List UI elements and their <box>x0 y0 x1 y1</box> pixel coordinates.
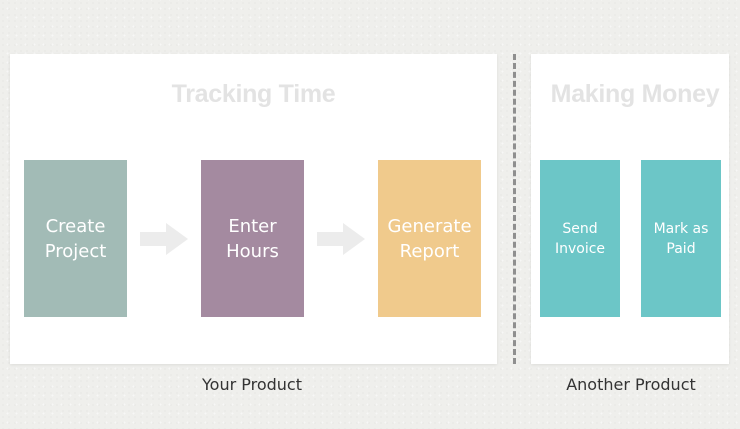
step-enter-hours: Enter Hours <box>201 160 304 317</box>
product-label-another-product: Another Product <box>566 375 696 394</box>
step-label-enter-hours: Enter Hours <box>226 215 279 262</box>
step-generate-report: Generate Report <box>378 160 481 317</box>
arrow-right-icon <box>140 223 188 255</box>
arrow-right-icon <box>317 223 365 255</box>
step-label-generate-report: Generate Report <box>387 215 472 262</box>
panel-title-making-money: Making Money <box>550 80 720 108</box>
step-label-create-project: Create Project <box>44 215 107 262</box>
making-money-panel: Making Money Send Invoice Mark as Paid <box>531 54 729 364</box>
step-label-send-invoice: Send Invoice <box>554 220 606 257</box>
product-label-your-product: Your Product <box>202 375 302 394</box>
tracking-time-panel: Tracking Time Create Project Enter Hours… <box>10 54 497 364</box>
step-label-mark-as-paid: Mark as Paid <box>653 220 709 257</box>
step-mark-as-paid: Mark as Paid <box>641 160 721 317</box>
section-divider <box>513 54 516 364</box>
step-send-invoice: Send Invoice <box>540 160 620 317</box>
panel-title-tracking-time: Tracking Time <box>171 80 336 108</box>
step-create-project: Create Project <box>24 160 127 317</box>
